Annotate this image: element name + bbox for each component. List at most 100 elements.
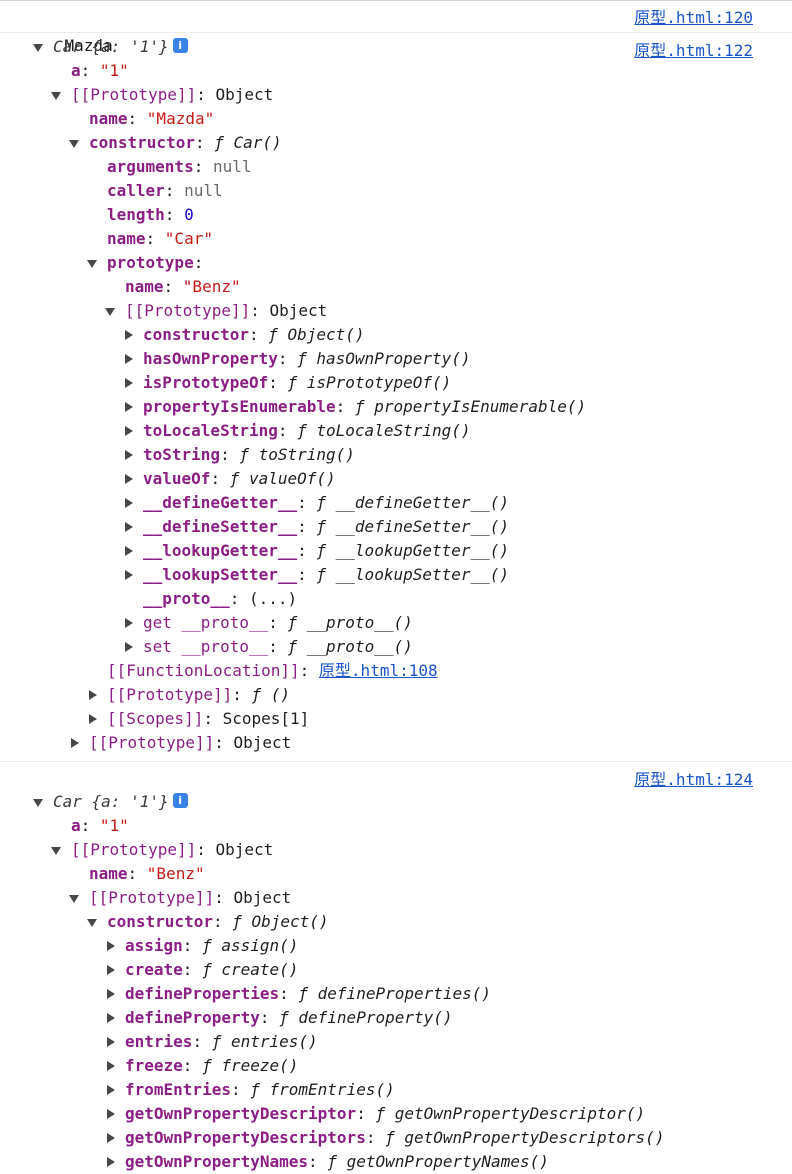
expand-triangle-icon[interactable] — [86, 910, 98, 934]
tree-row[interactable]: [[Prototype]]: Object — [0, 838, 792, 862]
collapse-triangle-icon[interactable] — [104, 958, 116, 982]
collapse-triangle-icon[interactable] — [122, 371, 134, 395]
expand-triangle-icon[interactable] — [104, 299, 116, 323]
collapse-triangle-icon[interactable] — [104, 1078, 116, 1102]
tree-row[interactable]: get __proto__: ƒ __proto__() — [0, 611, 792, 635]
tree-row: caller: null — [0, 179, 792, 203]
tree-row[interactable]: toLocaleString: ƒ toLocaleString() — [0, 419, 792, 443]
tree-row[interactable]: Car {a: '1'}i — [0, 790, 792, 814]
tree-row[interactable]: hasOwnProperty: ƒ hasOwnProperty() — [0, 347, 792, 371]
tree-row: arguments: null — [0, 155, 792, 179]
property-key: getOwnPropertyNames — [125, 1152, 309, 1171]
source-link[interactable]: 原型.html:120 — [634, 8, 753, 27]
tree-row[interactable]: defineProperties: ƒ defineProperties() — [0, 982, 792, 1006]
collapse-triangle-icon[interactable] — [122, 323, 134, 347]
collapse-triangle-icon[interactable] — [104, 1150, 116, 1174]
tree-row[interactable]: isPrototypeOf: ƒ isPrototypeOf() — [0, 371, 792, 395]
tree-row[interactable]: __defineSetter__: ƒ __defineSetter__() — [0, 515, 792, 539]
tree-row[interactable]: [[Prototype]]: Object — [0, 83, 792, 107]
expand-triangle-icon[interactable] — [86, 251, 98, 275]
tree-row[interactable]: entries: ƒ entries() — [0, 1030, 792, 1054]
function-value: ƒ () — [251, 685, 291, 704]
collapse-triangle-icon[interactable] — [122, 563, 134, 587]
tree-row[interactable]: [[Prototype]]: ƒ () — [0, 683, 792, 707]
tree-row[interactable]: constructor: ƒ Object() — [0, 910, 792, 934]
tree-row[interactable]: [[Scopes]]: Scopes[1] — [0, 707, 792, 731]
tree-row[interactable]: toString: ƒ toString() — [0, 443, 792, 467]
separator-text: : Object — [196, 85, 274, 104]
collapse-triangle-icon[interactable] — [122, 539, 134, 563]
collapse-triangle-icon[interactable] — [104, 1126, 116, 1150]
source-link[interactable]: 原型.html:122 — [634, 41, 753, 60]
property-key: arguments — [107, 157, 194, 176]
info-icon[interactable]: i — [172, 38, 188, 53]
collapse-triangle-icon[interactable] — [86, 683, 98, 707]
collapse-triangle-icon[interactable] — [104, 982, 116, 1006]
tree-row[interactable]: [[Prototype]]: Object — [0, 299, 792, 323]
collapse-triangle-icon[interactable] — [104, 1006, 116, 1030]
property-key: caller — [107, 181, 165, 200]
separator-text: : Object — [196, 840, 274, 859]
tree-row[interactable]: set __proto__: ƒ __proto__() — [0, 635, 792, 659]
collapse-triangle-icon[interactable] — [122, 419, 134, 443]
collapse-triangle-icon[interactable] — [104, 934, 116, 958]
tree-row[interactable]: freeze: ƒ freeze() — [0, 1054, 792, 1078]
tree-row[interactable]: propertyIsEnumerable: ƒ propertyIsEnumer… — [0, 395, 792, 419]
collapse-triangle-icon[interactable] — [68, 731, 80, 755]
collapse-triangle-icon[interactable] — [104, 1102, 116, 1126]
collapse-triangle-icon[interactable] — [122, 611, 134, 635]
tree-row: name: "Mazda" — [0, 107, 792, 131]
tree-row[interactable]: fromEntries: ƒ fromEntries() — [0, 1078, 792, 1102]
tree-row[interactable]: [[Prototype]]: Object — [0, 886, 792, 910]
spacer — [86, 179, 98, 203]
source-link[interactable]: 原型.html:124 — [634, 770, 753, 789]
expand-triangle-icon[interactable] — [68, 131, 80, 155]
collapse-triangle-icon[interactable] — [122, 467, 134, 491]
tree-row[interactable]: Car {a: '1'}i — [0, 35, 792, 59]
internal-property-key: [[Prototype]] — [107, 685, 233, 704]
separator-text: : — [210, 469, 230, 488]
tree-row[interactable]: valueOf: ƒ valueOf() — [0, 467, 792, 491]
expand-triangle-icon[interactable] — [68, 886, 80, 910]
tree-row[interactable]: assign: ƒ assign() — [0, 934, 792, 958]
tree-row[interactable]: getOwnPropertyNames: ƒ getOwnPropertyNam… — [0, 1150, 792, 1174]
info-icon[interactable]: i — [172, 793, 188, 808]
expand-triangle-icon[interactable] — [50, 838, 62, 862]
tree-row[interactable]: constructor: ƒ Car() — [0, 131, 792, 155]
expand-triangle-icon[interactable] — [32, 35, 44, 59]
tree-row[interactable]: __lookupGetter__: ƒ __lookupGetter__() — [0, 539, 792, 563]
function-value: ƒ entries() — [211, 1032, 318, 1051]
tree-row[interactable]: create: ƒ create() — [0, 958, 792, 982]
tree-row[interactable]: getOwnPropertyDescriptor: ƒ getOwnProper… — [0, 1102, 792, 1126]
function-value: ƒ __proto__() — [287, 637, 413, 656]
internal-property-key: [[Prototype]] — [89, 733, 215, 752]
collapse-triangle-icon[interactable] — [122, 443, 134, 467]
property-key: length — [107, 205, 165, 224]
collapse-triangle-icon[interactable] — [122, 395, 134, 419]
collapse-triangle-icon[interactable] — [104, 1030, 116, 1054]
collapse-triangle-icon[interactable] — [122, 515, 134, 539]
collapse-triangle-icon[interactable] — [122, 635, 134, 659]
null-value: null — [184, 181, 223, 200]
function-value: ƒ toString() — [239, 445, 355, 464]
tree-row[interactable]: __defineGetter__: ƒ __defineGetter__() — [0, 491, 792, 515]
tree-row[interactable]: defineProperty: ƒ defineProperty() — [0, 1006, 792, 1030]
property-key: name — [89, 109, 128, 128]
property-key: __defineSetter__ — [143, 517, 298, 536]
function-value: ƒ toLocaleString() — [297, 421, 471, 440]
expand-triangle-icon[interactable] — [50, 83, 62, 107]
property-key: a — [71, 61, 81, 80]
collapse-triangle-icon[interactable] — [122, 491, 134, 515]
tree-row[interactable]: prototype: — [0, 251, 792, 275]
tree-row[interactable]: [[Prototype]]: Object — [0, 731, 792, 755]
function-location-link[interactable]: 原型.html:108 — [318, 661, 438, 680]
property-key: constructor — [89, 133, 195, 152]
tree-row[interactable]: constructor: ƒ Object() — [0, 323, 792, 347]
tree-row[interactable]: getOwnPropertyDescriptors: ƒ getOwnPrope… — [0, 1126, 792, 1150]
collapse-triangle-icon[interactable] — [122, 347, 134, 371]
expand-triangle-icon[interactable] — [32, 790, 44, 814]
collapse-triangle-icon[interactable] — [104, 1054, 116, 1078]
collapse-triangle-icon[interactable] — [86, 707, 98, 731]
tree-row[interactable]: __lookupSetter__: ƒ __lookupSetter__() — [0, 563, 792, 587]
